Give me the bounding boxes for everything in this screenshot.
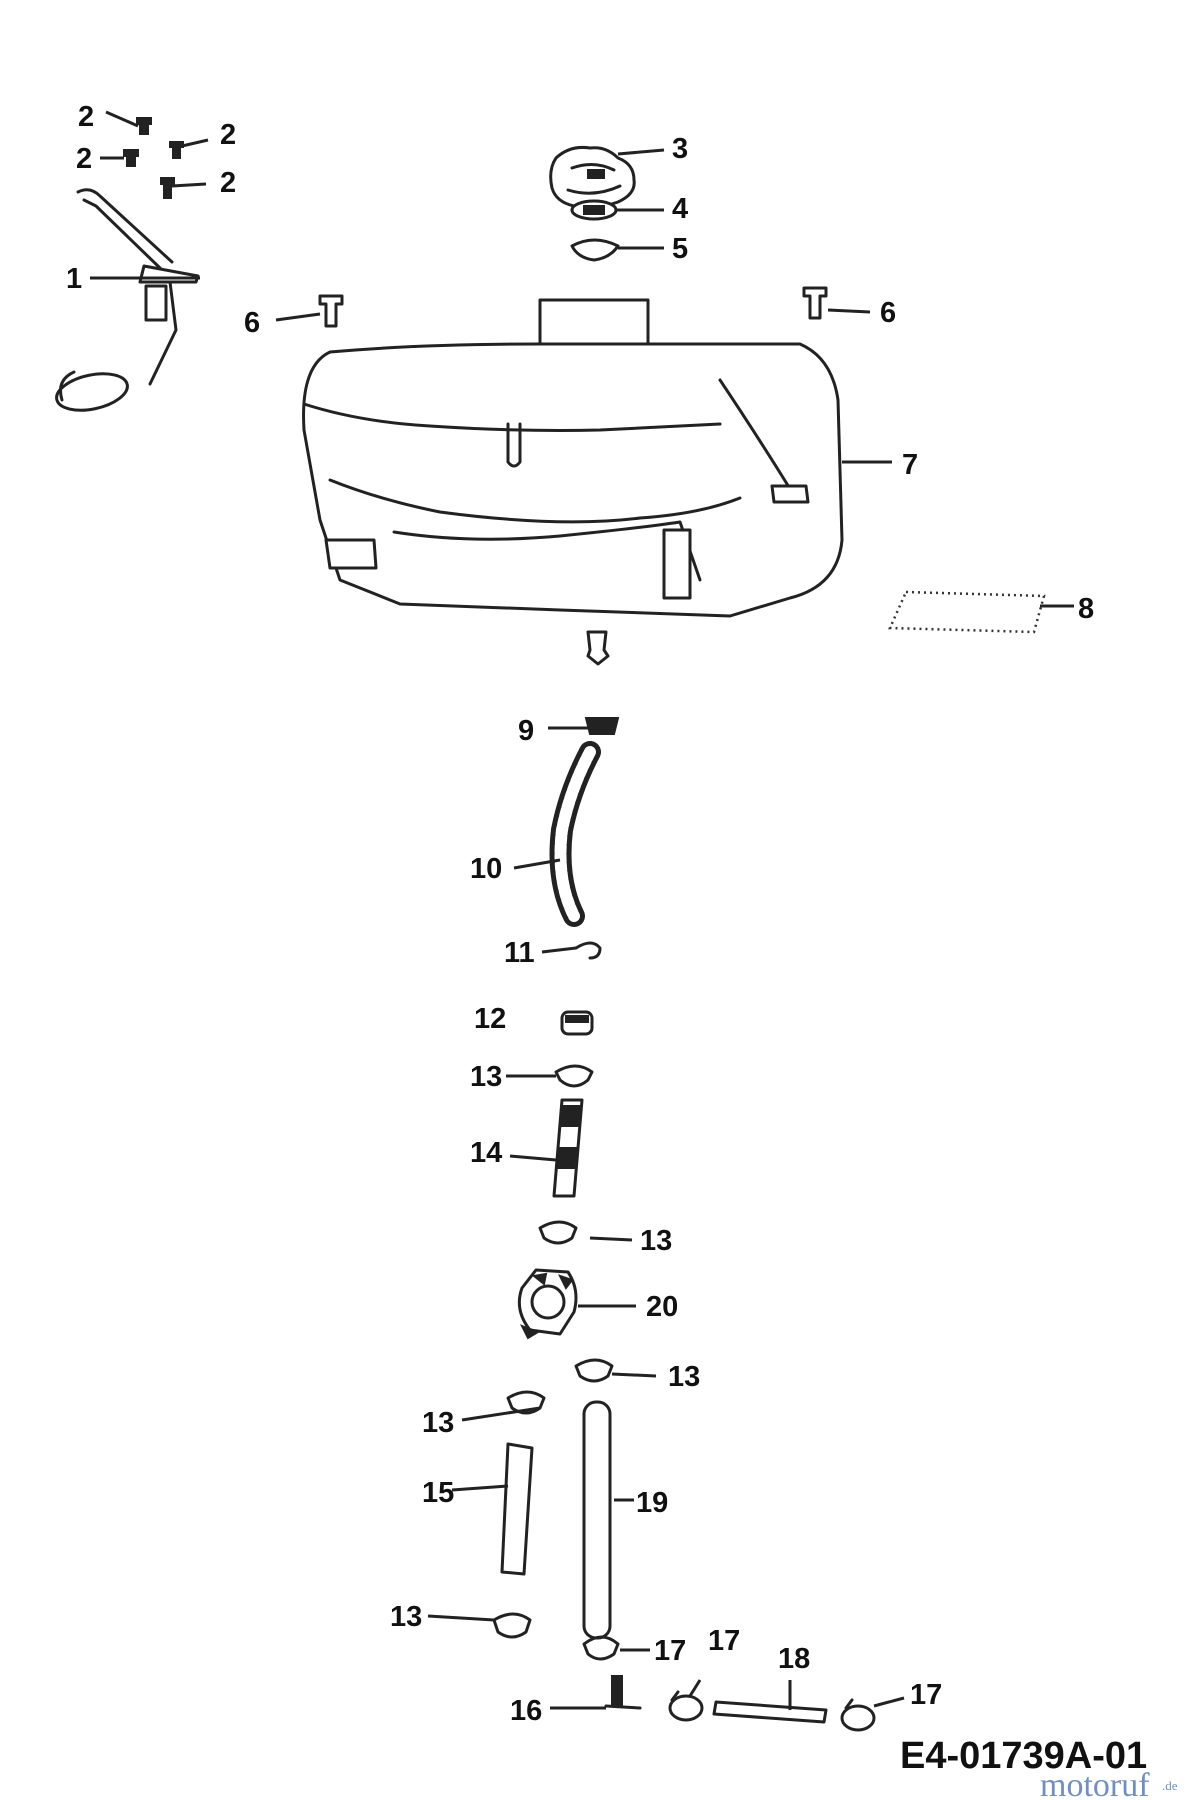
- fuel-hose-part-10: [549, 741, 601, 927]
- drawing-code: E4-01739A-01: [900, 1735, 1147, 1777]
- hose-part-15: [500, 1442, 534, 1576]
- fuel-tank-part: [302, 298, 844, 666]
- callout-13e: 13: [390, 1601, 422, 1633]
- screw-parts-2: [123, 117, 184, 199]
- label-sticker-part-8: [888, 590, 1046, 634]
- callout-10: 10: [470, 853, 502, 885]
- callout-17b: 17: [708, 1625, 740, 1657]
- callout-8: 8: [1078, 593, 1094, 625]
- hose-clamp-parts-17: [582, 1635, 876, 1732]
- callout-12: 12: [474, 1003, 506, 1035]
- leader-lines: [90, 110, 1074, 1710]
- callout-15: 15: [422, 1477, 454, 1509]
- fuel-valve-part-20: [517, 1268, 578, 1340]
- callout-5: 5: [672, 233, 688, 265]
- fuel-cap-part: [549, 146, 636, 209]
- callout-4: 4: [672, 193, 688, 225]
- callout-13c: 13: [668, 1361, 700, 1393]
- callout-18: 18: [778, 1643, 810, 1675]
- callout-6a: 6: [244, 307, 260, 339]
- callout-labels: 1 2 2 2 2 3 4 5 6 6 7 8 9 10 11 12 13 14…: [66, 101, 1094, 1727]
- watermark: motoruf .de: [1040, 1767, 1178, 1800]
- fuel-sender-part: [55, 188, 200, 412]
- hose-clip-part-11: [574, 941, 602, 960]
- tank-bolt-parts-6: [318, 286, 828, 328]
- callout-13d: 13: [422, 1407, 454, 1439]
- callout-2b: 2: [220, 119, 236, 151]
- callout-13b: 13: [640, 1225, 672, 1257]
- callout-17c: 17: [910, 1679, 942, 1711]
- callout-11: 11: [504, 937, 535, 969]
- cap-gasket-part-4: [570, 199, 618, 221]
- tube-part-18: [712, 1700, 828, 1724]
- callout-19: 19: [636, 1487, 668, 1519]
- cap-strainer-part-5: [570, 238, 620, 262]
- callout-1: 1: [66, 263, 82, 295]
- fitting-part-16: [604, 1675, 642, 1710]
- callout-14: 14: [470, 1137, 502, 1169]
- callout-6b: 6: [880, 297, 896, 329]
- callout-9: 9: [518, 715, 534, 747]
- callout-16: 16: [510, 1695, 542, 1727]
- watermark-suffix: .de: [1162, 1778, 1178, 1793]
- callout-20: 20: [646, 1291, 678, 1323]
- callout-17a: 17: [654, 1635, 686, 1667]
- callout-7: 7: [902, 449, 918, 481]
- callout-2a: 2: [78, 101, 94, 133]
- callout-2c: 2: [76, 143, 92, 175]
- fitting-part-9: [584, 717, 620, 735]
- callout-3: 3: [672, 133, 688, 165]
- long-hose-part-19: [582, 1400, 612, 1640]
- grommet-part-12: [560, 1010, 594, 1036]
- callout-13a: 13: [470, 1061, 502, 1093]
- watermark-brand: motoruf: [1040, 1767, 1150, 1800]
- callout-2d: 2: [220, 167, 236, 199]
- short-hose-part-14: [552, 1098, 584, 1198]
